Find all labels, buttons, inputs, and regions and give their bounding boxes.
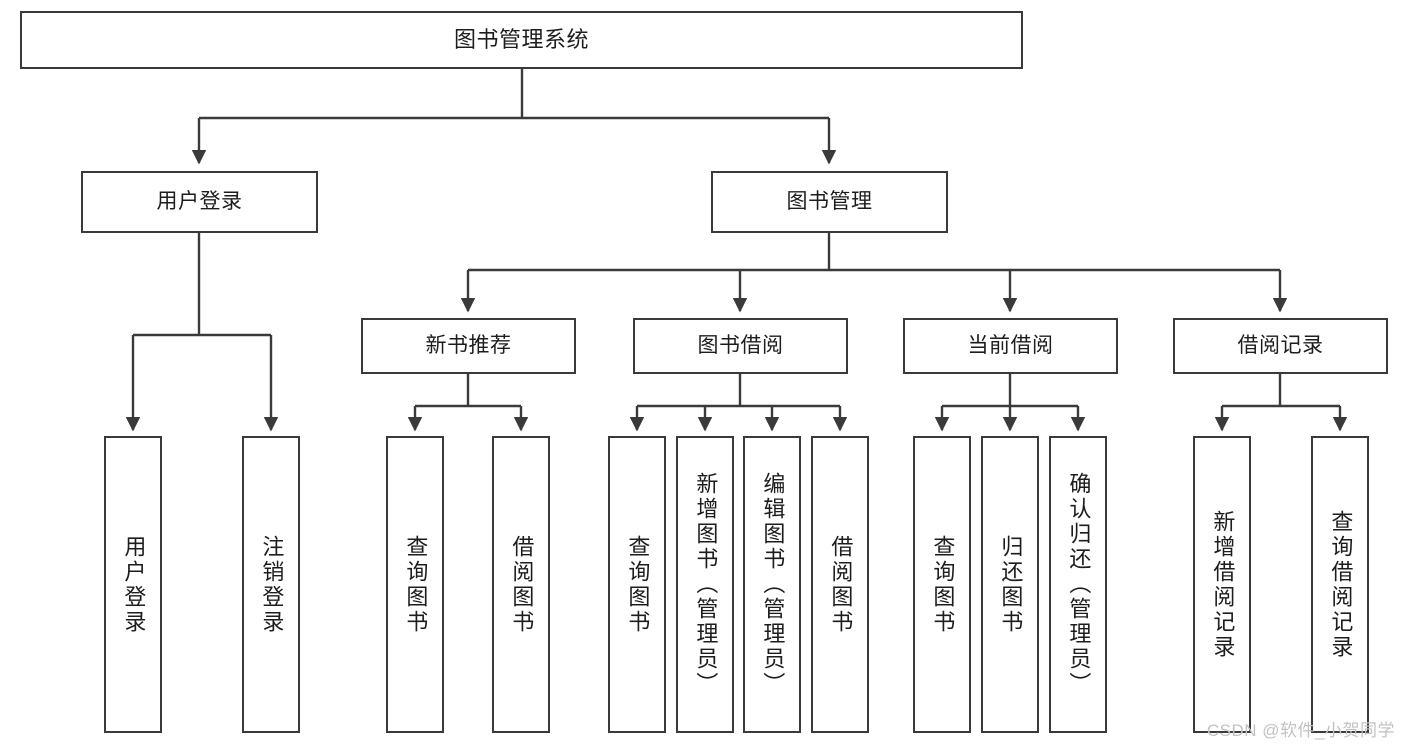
leaf-query-book-current[interactable]: 查询图书 [913, 436, 971, 733]
leaf-query-book-borrow[interactable]: 查询图书 [608, 436, 666, 733]
leaf-borrow-book-borrow[interactable]: 借阅图书 [811, 436, 869, 733]
node-book-management[interactable]: 图书管理 [711, 171, 948, 233]
leaf-return-book[interactable]: 归还图书 [981, 436, 1039, 733]
leaf-label: 用户登录 [121, 534, 147, 635]
node-new-book-recommend[interactable]: 新书推荐 [361, 318, 576, 374]
leaf-label: 新增借阅记录 [1210, 509, 1236, 660]
node-root-system[interactable]: 图书管理系统 [20, 11, 1023, 69]
leaf-label: 查询借阅记录 [1328, 509, 1354, 660]
leaf-user-login[interactable]: 用户登录 [104, 436, 162, 733]
node-label: 用户登录 [156, 190, 243, 214]
leaf-label: 借阅图书 [509, 534, 535, 635]
leaf-query-book-recommend[interactable]: 查询图书 [386, 436, 444, 733]
leaf-label: 注销登录 [259, 534, 285, 635]
leaf-label: 查询图书 [930, 534, 956, 635]
leaf-edit-book-admin[interactable]: 编辑图书（管理员） [743, 436, 801, 733]
node-current-borrow[interactable]: 当前借阅 [903, 318, 1118, 374]
node-label: 图书借阅 [697, 334, 784, 358]
node-label: 新书推荐 [425, 334, 512, 358]
node-user-login[interactable]: 用户登录 [81, 171, 318, 233]
leaf-label: 查询图书 [625, 534, 651, 635]
leaf-label: 查询图书 [403, 534, 429, 635]
leaf-query-borrow-record[interactable]: 查询借阅记录 [1311, 436, 1369, 733]
leaf-label: 确认归还（管理员） [1066, 472, 1092, 697]
node-borrow-record[interactable]: 借阅记录 [1173, 318, 1388, 374]
leaf-borrow-book-recommend[interactable]: 借阅图书 [492, 436, 550, 733]
node-label: 图书管理 [786, 190, 873, 214]
leaf-label: 编辑图书（管理员） [760, 472, 786, 697]
leaf-label: 借阅图书 [828, 534, 854, 635]
leaf-add-borrow-record[interactable]: 新增借阅记录 [1193, 436, 1251, 733]
watermark-text: CSDN @软件_小贺同学 [1206, 721, 1395, 740]
node-label: 图书管理系统 [453, 26, 589, 52]
node-label: 当前借阅 [967, 334, 1054, 358]
node-label: 借阅记录 [1237, 334, 1324, 358]
leaf-confirm-return-admin[interactable]: 确认归还（管理员） [1049, 436, 1107, 733]
leaf-add-book-admin[interactable]: 新增图书（管理员） [676, 436, 734, 733]
node-book-borrow[interactable]: 图书借阅 [633, 318, 848, 374]
leaf-label: 归还图书 [998, 534, 1024, 635]
leaf-label: 新增图书（管理员） [693, 472, 719, 697]
leaf-user-logout[interactable]: 注销登录 [242, 436, 300, 733]
